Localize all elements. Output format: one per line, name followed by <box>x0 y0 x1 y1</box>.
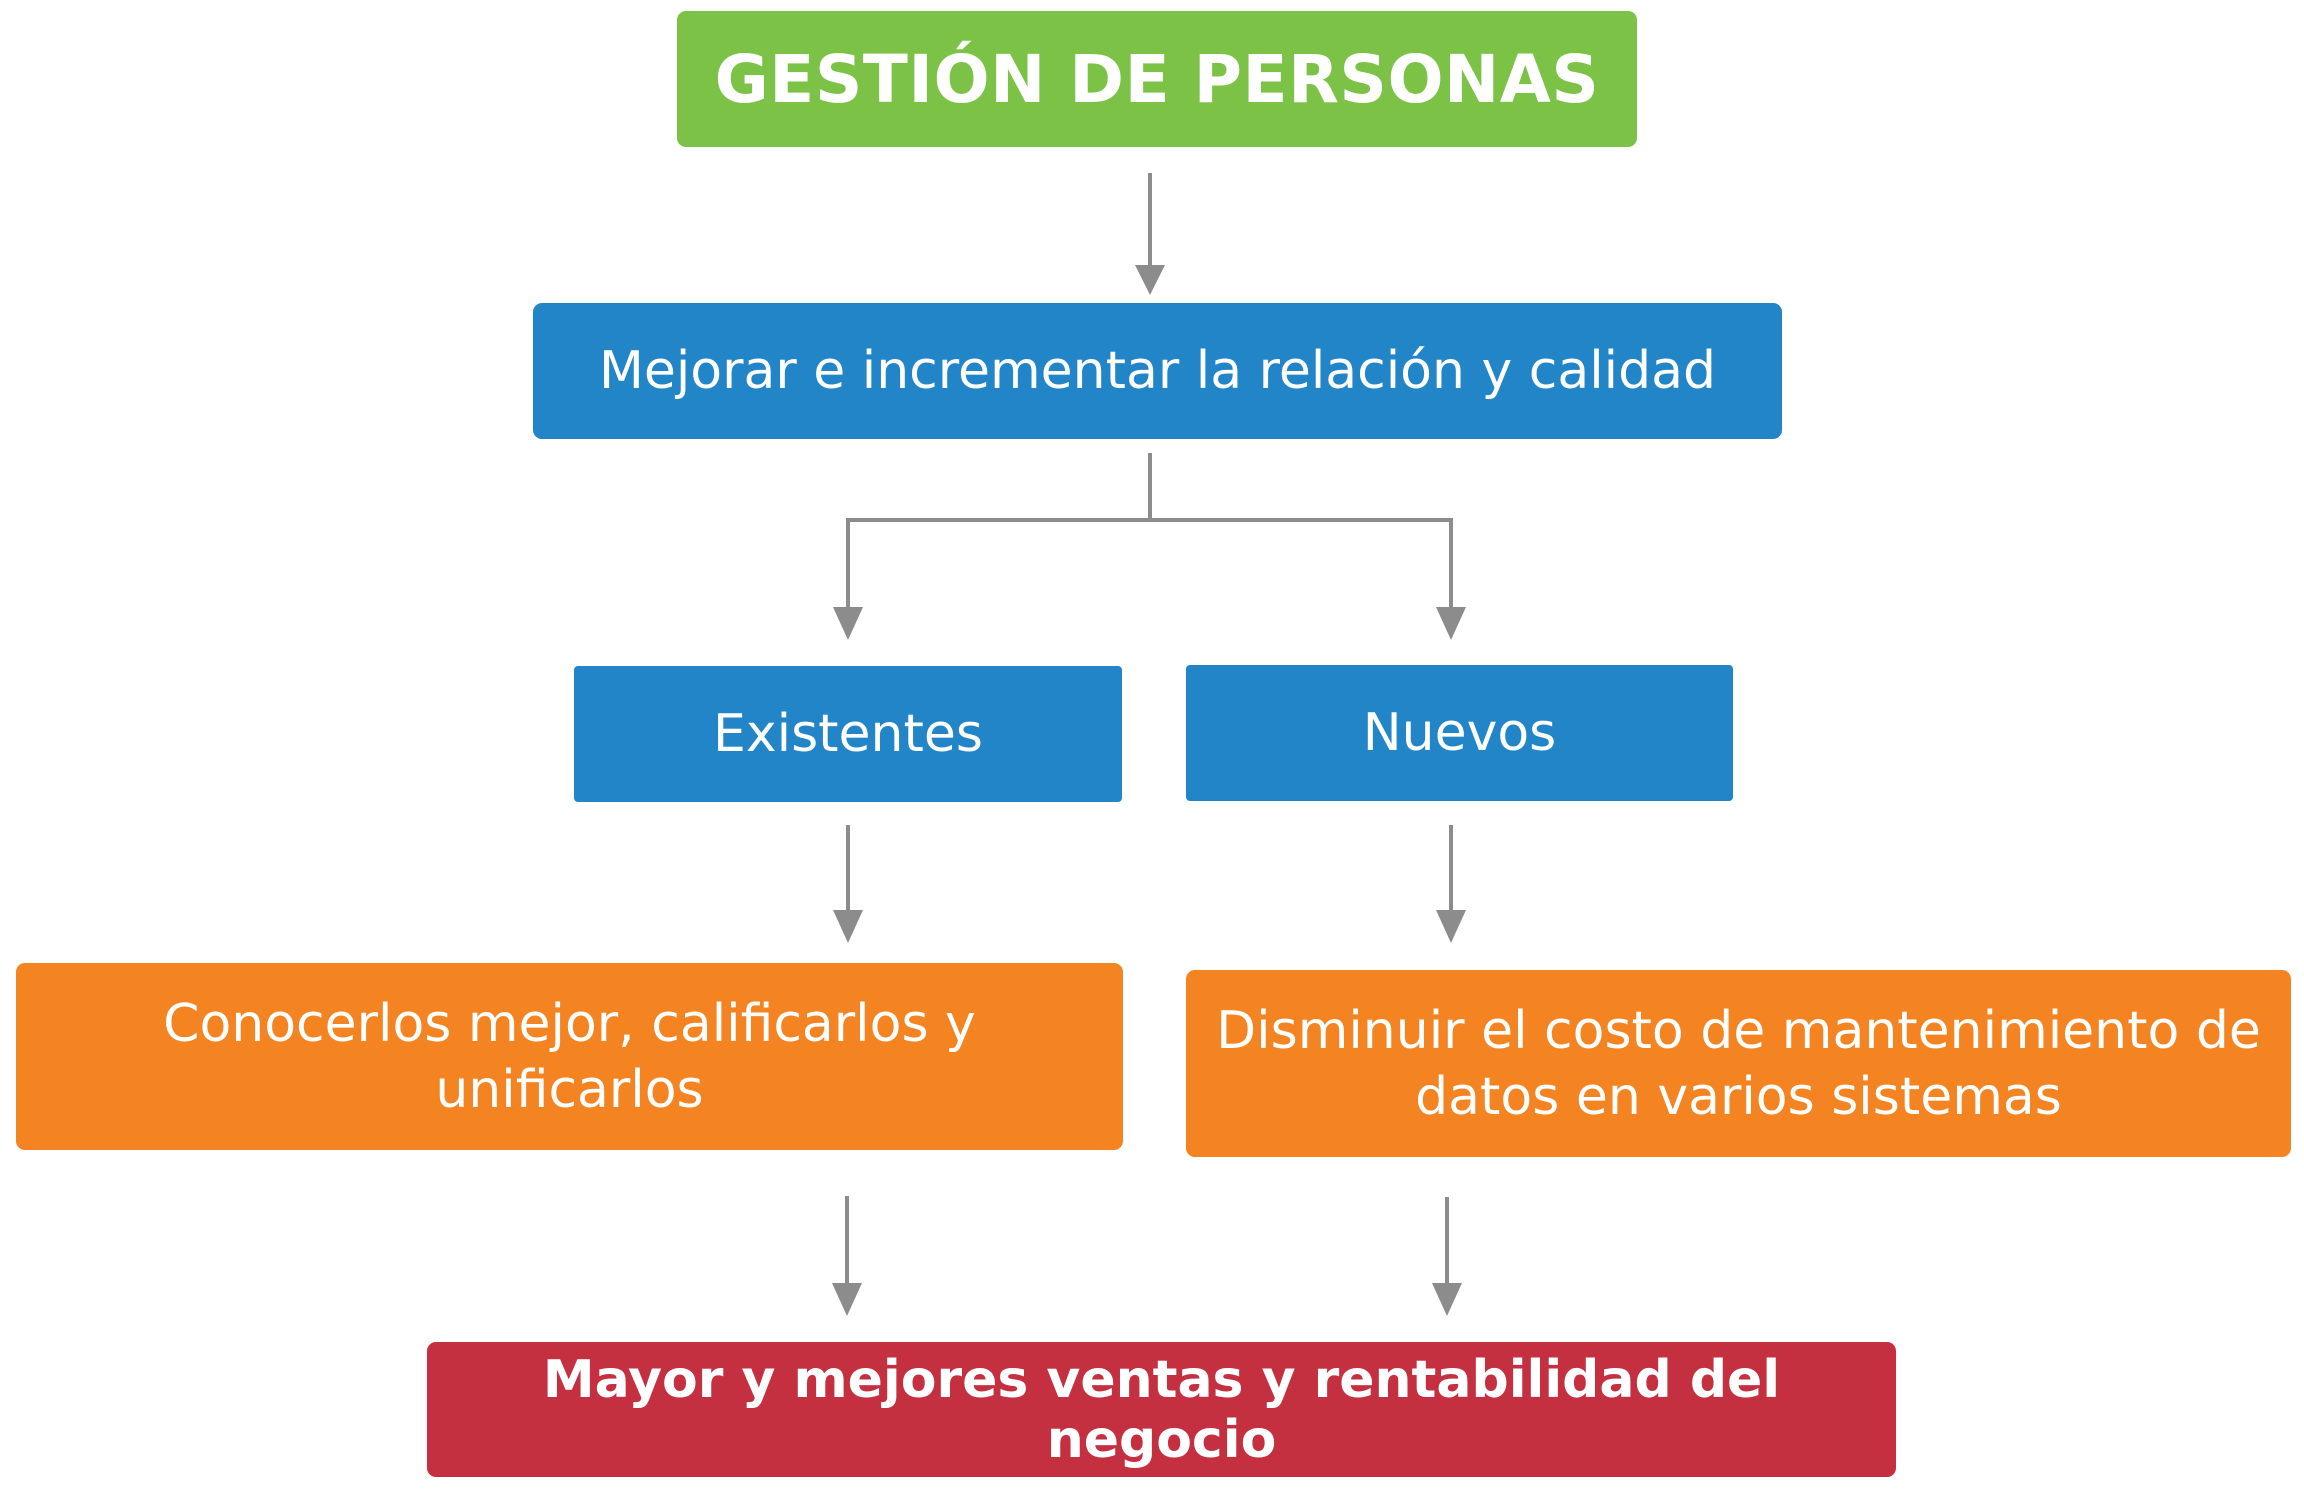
existing-node-label: Existentes <box>713 704 983 764</box>
relation-node-label: Mejorar e incrementar la relación y cali… <box>598 341 1717 401</box>
arrowhead-to-new <box>1436 607 1466 640</box>
root-node: GESTIÓN DE PERSONAS <box>677 11 1637 147</box>
result-node: Mayor y mejores ventas y rentabilidad de… <box>427 1342 1896 1477</box>
root-node-label: GESTIÓN DE PERSONAS <box>714 40 1600 118</box>
result-node-label: Mayor y mejores ventas y rentabilidad de… <box>542 1349 1781 1470</box>
existing-node: Existentes <box>574 666 1122 802</box>
existing-goal-node: Conocerlos mejor, calificarlos y unifica… <box>16 963 1123 1150</box>
new-node: Nuevos <box>1186 665 1733 801</box>
arrowhead-new-to-result <box>1432 1283 1462 1316</box>
arrowhead-to-existing-goal <box>833 910 863 943</box>
new-goal-line-1: Disminuir el costo de mantenimiento de <box>1216 1000 2261 1061</box>
existing-goal-line-1: Conocerlos mejor, calificarlos y <box>163 993 976 1054</box>
new-goal-node: Disminuir el costo de mantenimiento de d… <box>1186 970 2291 1157</box>
arrowhead-to-relation <box>1135 265 1165 295</box>
arrowhead-to-existing <box>833 607 863 640</box>
new-node-label: Nuevos <box>1362 703 1557 763</box>
existing-goal-line-2: unificarlos <box>435 1059 704 1120</box>
relation-node: Mejorar e incrementar la relación y cali… <box>533 303 1782 439</box>
arrowhead-to-new-goal <box>1436 910 1466 943</box>
arrowhead-existing-to-result <box>832 1283 862 1316</box>
new-goal-line-2: datos en varios sistemas <box>1415 1066 2062 1127</box>
connector-branch <box>846 518 1453 608</box>
